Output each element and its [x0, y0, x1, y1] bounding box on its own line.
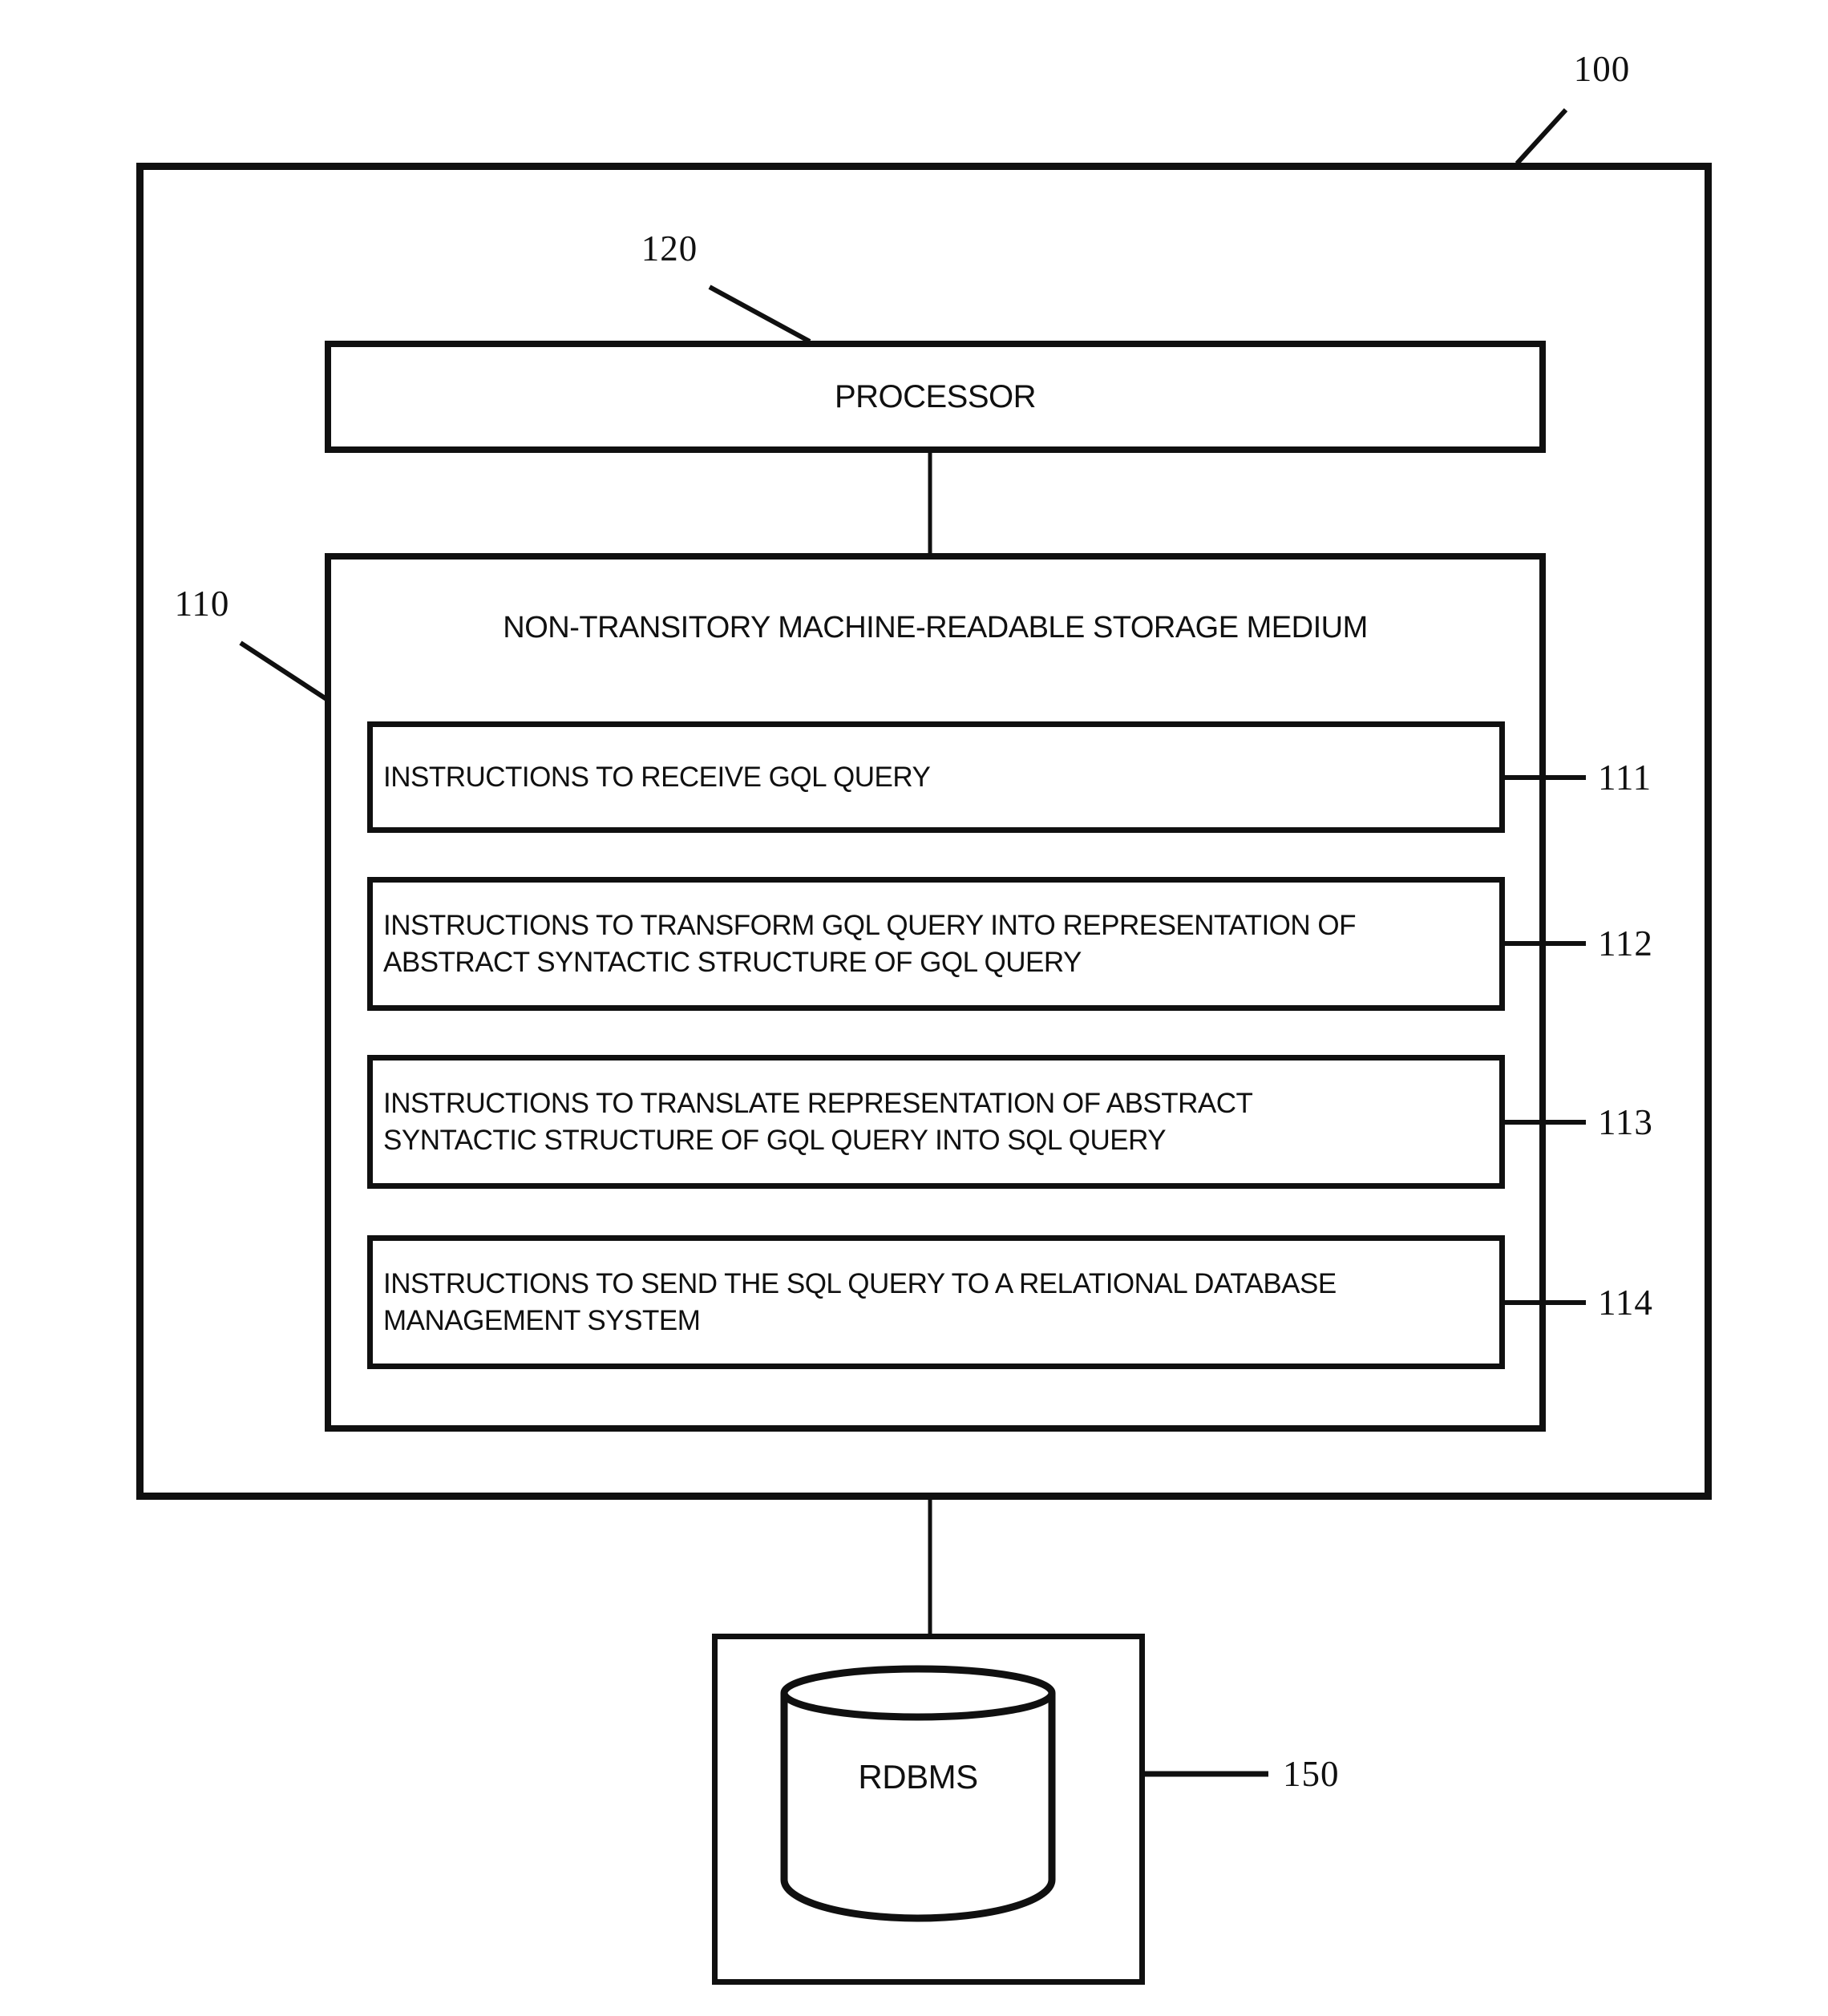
ref-label-111: 111: [1598, 758, 1652, 798]
database-cylinder-icon: [780, 1665, 1056, 1922]
processor-label: PROCESSOR: [834, 378, 1037, 414]
device-outer-box: [136, 163, 1712, 1500]
instruction-box-translate: [367, 1055, 1505, 1189]
leader-line-100: [1515, 107, 1568, 166]
instruction-box-send: [367, 1235, 1505, 1369]
ref-label-110: 110: [174, 584, 230, 624]
rdbms-label: RDBMS: [858, 1758, 978, 1796]
instruction-box-transform: [367, 877, 1505, 1011]
instruction-text-receive: INSTRUCTIONS TO RECEIVE GQL QUERY: [383, 761, 931, 793]
instruction-text-translate: INSTRUCTIONS TO TRANSLATE REPRESENTATION…: [383, 1088, 1253, 1156]
ref-label-114: 114: [1598, 1283, 1653, 1323]
ref-label-100: 100: [1573, 49, 1631, 89]
storage-medium-box: [325, 553, 1546, 1432]
rdbms-box: [712, 1634, 1145, 1985]
ref-label-150: 150: [1283, 1754, 1340, 1794]
ref-label-113: 113: [1598, 1102, 1653, 1142]
leader-line-120: [708, 285, 811, 344]
processor-box: [325, 341, 1546, 453]
instruction-box-receive: [367, 721, 1505, 833]
leader-line-110: [239, 640, 328, 701]
ref-label-120: 120: [641, 228, 698, 269]
ref-label-112: 112: [1598, 923, 1653, 964]
instruction-text-send: INSTRUCTIONS TO SEND THE SQL QUERY TO A …: [383, 1268, 1337, 1336]
instruction-text-transform: INSTRUCTIONS TO TRANSFORM GQL QUERY INTO…: [383, 910, 1357, 978]
storage-medium-title: NON-TRANSITORY MACHINE-READABLE STORAGE …: [503, 611, 1368, 644]
